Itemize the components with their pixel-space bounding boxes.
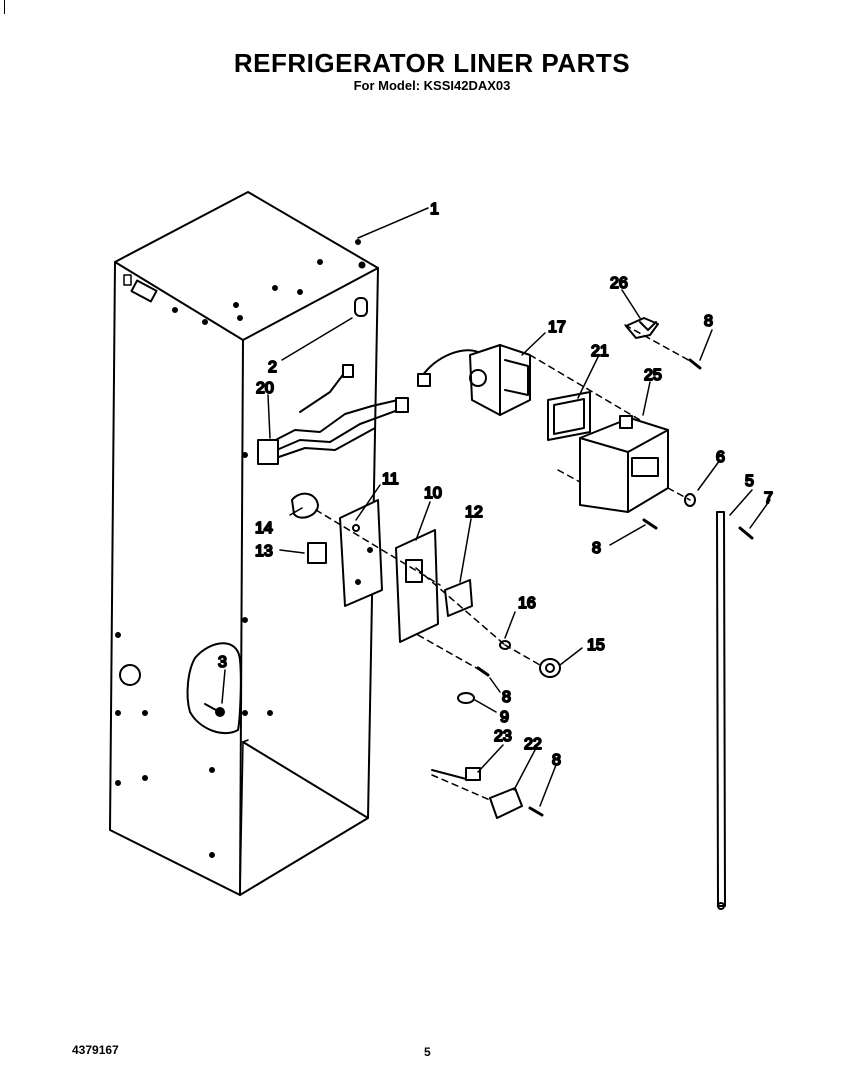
callout-11: 11 — [382, 471, 399, 488]
callout-17: 17 — [548, 319, 566, 336]
screw-8-a — [688, 358, 702, 370]
document-number: 4379167 — [72, 1043, 119, 1057]
bulb-26 — [625, 317, 659, 339]
wire-harness — [257, 364, 409, 465]
callout-8-a: 8 — [704, 313, 713, 330]
callout-8-b: 8 — [592, 540, 601, 557]
trim-strip-5 — [716, 511, 726, 910]
callout-12: 12 — [465, 504, 483, 521]
panel-10 — [395, 529, 439, 643]
callout-8-d: 8 — [552, 752, 561, 769]
housing-25 — [579, 415, 669, 513]
callout-26: 26 — [610, 275, 628, 292]
callout-14: 14 — [255, 520, 273, 537]
callout-21: 21 — [591, 343, 609, 360]
leader-lines — [221, 207, 771, 807]
screw-8-d — [528, 806, 544, 817]
gasket-21 — [547, 391, 591, 441]
callout-13: 13 — [255, 543, 273, 560]
pad-13 — [307, 542, 327, 564]
clip-9 — [457, 692, 475, 704]
callout-6: 6 — [716, 449, 725, 466]
liner-cabinet — [109, 191, 379, 896]
callout-5: 5 — [745, 473, 754, 490]
disc-14 — [291, 492, 319, 519]
callout-2: 2 — [268, 359, 277, 376]
callout-23: 23 — [494, 728, 512, 745]
scan-edge-mark — [4, 0, 5, 14]
model-subtitle: For Model: KSSI42DAX03 — [353, 78, 511, 93]
bracket-11 — [339, 499, 383, 607]
callout-16: 16 — [518, 595, 536, 612]
callout-10: 10 — [424, 485, 442, 502]
callout-8-c: 8 — [502, 689, 511, 706]
screw-7 — [738, 526, 754, 540]
page-title: REFRIGERATOR LINER PARTS — [233, 48, 631, 78]
control-housing-17 — [417, 344, 531, 416]
screw-8-b — [642, 518, 658, 530]
plug-part-2 — [354, 297, 368, 317]
plate-12 — [444, 579, 473, 617]
assembly-lines — [315, 324, 693, 801]
knob-15 — [539, 658, 561, 678]
callout-20: 20 — [256, 380, 274, 397]
switch-22 — [489, 787, 523, 819]
callout-22: 22 — [524, 736, 542, 753]
page-number: 5 — [424, 1045, 431, 1059]
callout-7: 7 — [764, 490, 773, 507]
callout-1: 1 — [430, 201, 439, 218]
callout-15: 15 — [587, 637, 605, 654]
wire-23 — [431, 767, 481, 781]
callout-9: 9 — [500, 709, 509, 726]
callout-25: 25 — [644, 367, 662, 384]
callout-3: 3 — [218, 654, 227, 671]
